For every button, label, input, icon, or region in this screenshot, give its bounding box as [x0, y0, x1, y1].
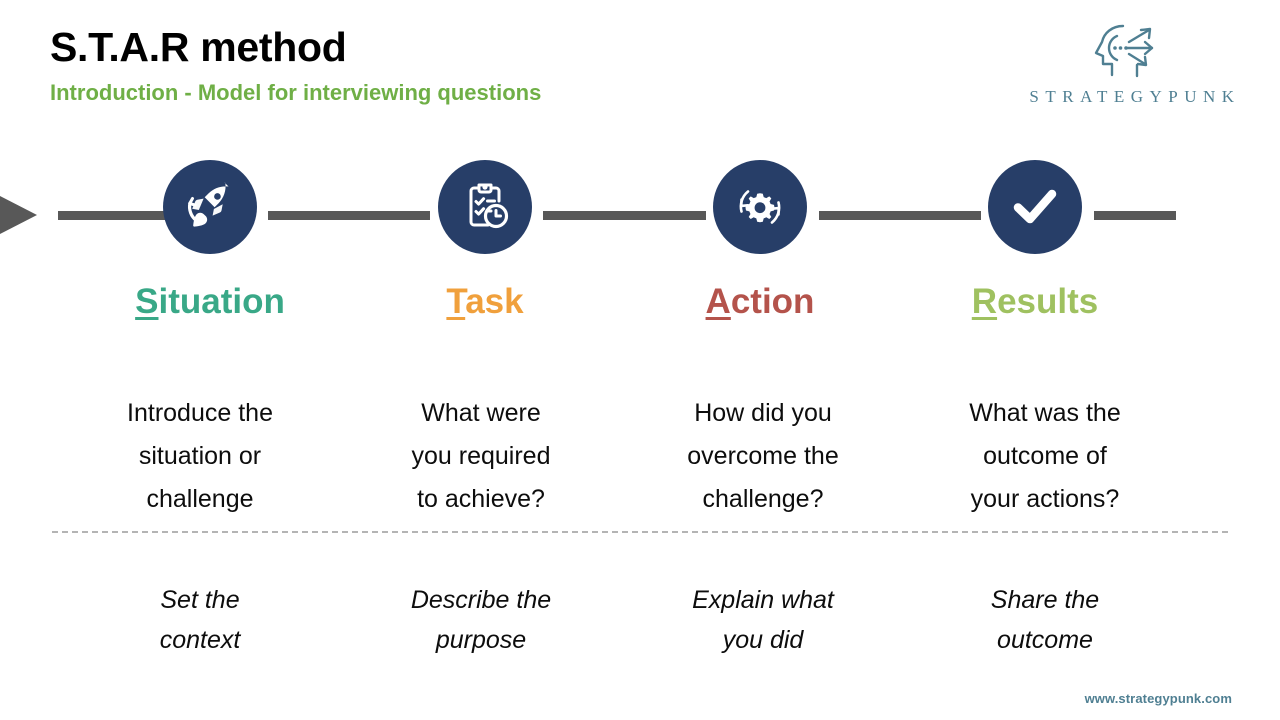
step-label-3: Action — [632, 284, 888, 319]
timeline-segment — [819, 211, 981, 220]
gear-refresh-icon — [732, 179, 788, 235]
step-description-2: What were you required to achieve? — [353, 392, 609, 521]
description-line: challenge — [146, 485, 254, 513]
description-line: to achieve? — [417, 485, 545, 513]
step-hint-3: Explain what you did — [635, 580, 891, 660]
step-description-3: How did you overcome the challenge? — [635, 392, 891, 521]
hint-line: Share the — [990, 586, 1100, 614]
step-initial-1: S — [135, 282, 159, 321]
brand-logo: STRATEGYPUNK — [1029, 22, 1234, 107]
description-line: outcome of — [983, 442, 1107, 470]
step-hint-1: Set the context — [72, 580, 328, 660]
hint-line: you did — [722, 626, 804, 654]
hint-line: purpose — [435, 626, 527, 654]
timeline-segment-end — [1094, 211, 1176, 220]
step-icon-4[interactable] — [988, 160, 1082, 254]
checkmark-icon — [1007, 179, 1063, 235]
hint-line: Set the — [160, 586, 240, 614]
head-with-arrows-icon — [1093, 22, 1171, 85]
step-hint-4: Share the outcome — [917, 580, 1173, 660]
step-description-4: What was the outcome of your actions? — [917, 392, 1173, 521]
timeline-segment — [58, 211, 168, 220]
step-initial-4: R — [971, 282, 998, 321]
hint-line: Describe the — [410, 586, 552, 614]
page-subtitle: Introduction - Model for interviewing qu… — [50, 80, 542, 106]
page-title: S.T.A.R method — [50, 24, 347, 70]
timeline — [0, 160, 1280, 272]
step-label-rest-2: ask — [465, 282, 524, 321]
step-label-rest-1: ituation — [158, 282, 285, 321]
description-line: How did you — [694, 399, 832, 427]
clipboard-clock-icon — [458, 180, 512, 234]
description-line: What were — [421, 399, 541, 427]
description-line: overcome the — [687, 442, 839, 470]
header: S.T.A.R method Introduction - Model for … — [50, 24, 870, 106]
timeline-segment — [268, 211, 430, 220]
description-line: you required — [411, 442, 551, 470]
dashed-divider — [52, 531, 1228, 533]
step-label-4: Results — [907, 284, 1163, 319]
step-icon-1[interactable] — [163, 160, 257, 254]
step-icon-3[interactable] — [713, 160, 807, 254]
step-description-1: Introduce the situation or challenge — [72, 392, 328, 521]
step-hint-2: Describe the purpose — [353, 580, 609, 660]
description-line: your actions? — [970, 485, 1120, 513]
hint-line: Explain what — [692, 586, 834, 614]
brand-wordmark: STRATEGYPUNK — [1029, 87, 1241, 106]
description-line: Introduce the — [127, 399, 273, 427]
step-icon-2[interactable] — [438, 160, 532, 254]
hint-line: context — [159, 626, 241, 654]
step-initial-2: T — [446, 282, 466, 321]
description-line: situation or — [138, 442, 262, 470]
description-line: What was the — [969, 399, 1121, 427]
timeline-segment — [543, 211, 706, 220]
footer-url[interactable]: www.strategypunk.com — [1084, 691, 1232, 706]
step-label-rest-3: ction — [730, 282, 815, 321]
description-line: challenge? — [702, 485, 824, 513]
step-initial-3: A — [705, 282, 731, 321]
step-label-1: Situation — [82, 284, 338, 319]
step-label-2: Task — [357, 284, 613, 319]
rocket-icon — [182, 179, 238, 235]
hint-line: outcome — [997, 626, 1093, 654]
right-arrow-icon — [0, 196, 37, 234]
step-label-rest-4: esults — [997, 282, 1099, 321]
